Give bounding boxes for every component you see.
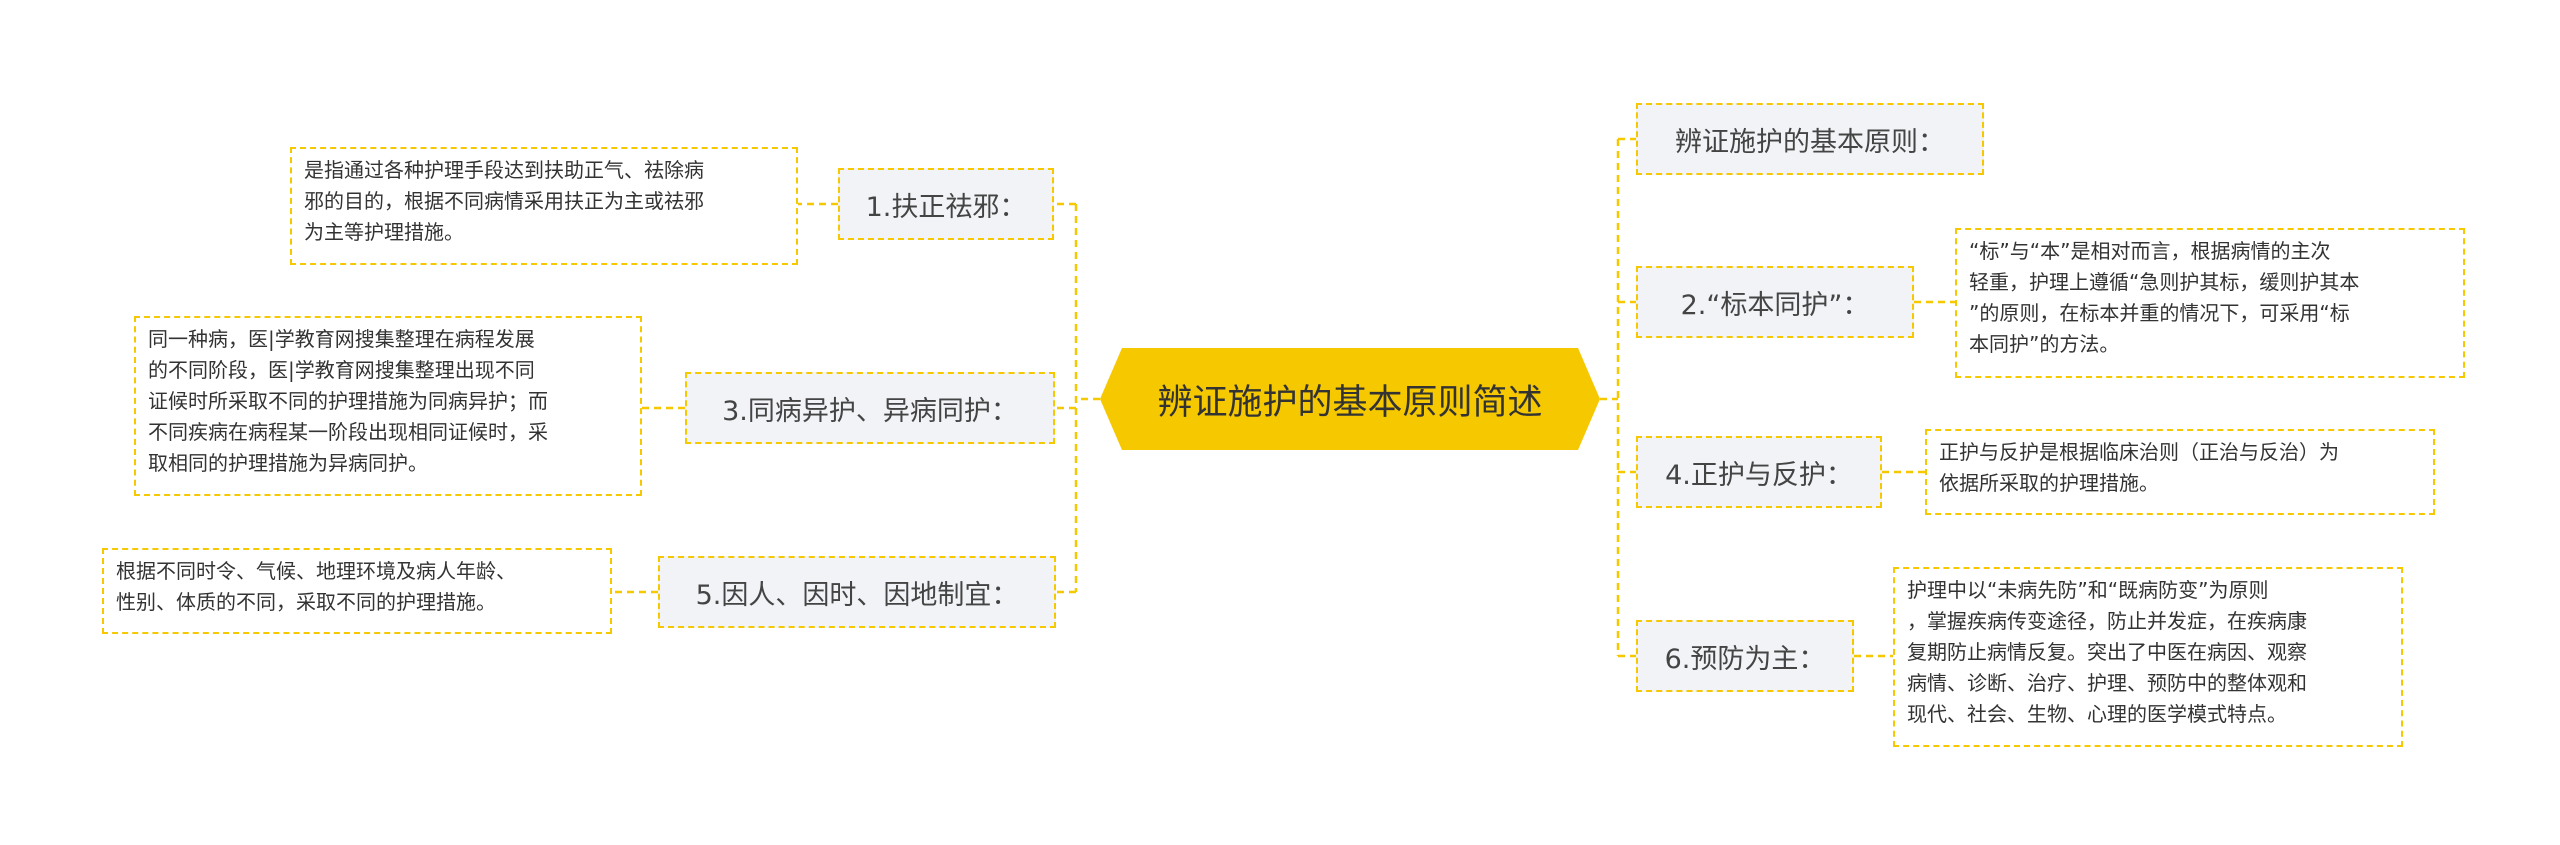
- detail-zhenghu-fanhu: 正护与反护是根据临床治则（正治与反治）为 依据所采取的护理措施。: [1925, 429, 2435, 515]
- branch-label: 3.同病异护、异病同护：: [722, 395, 1018, 427]
- branch-label: 2.“标本同护”：: [1680, 289, 1870, 321]
- detail-fuzheng-quxie: 是指通过各种护理手段达到扶助正气、祛除病 邪的目的，根据不同病情采用扶正为主或祛…: [290, 147, 798, 265]
- detail-tongbing-yihu: 同一种病，医|学教育网搜集整理在病程发展 的不同阶段，医|学教育网搜集整理出现不…: [134, 316, 642, 496]
- detail-line: ，掌握疾病传变途径，防止并发症，在疾病康: [1907, 609, 2307, 633]
- detail-line: ”的原则，在标本并重的情况下，可采用“标: [1969, 301, 2350, 325]
- branch-basic-principles[interactable]: 辨证施护的基本原则：: [1636, 103, 1984, 175]
- detail-line: 取相同的护理措施为异病同护。: [148, 451, 428, 475]
- detail-line: 轻重，护理上遵循“急则护其标，缓则护其本: [1969, 270, 2360, 294]
- detail-yufang-weizhu: 护理中以“未病先防”和“既病防变”为原则 ，掌握疾病传变途径，防止并发症，在疾病…: [1893, 567, 2403, 747]
- detail-line: 病情、诊断、治疗、护理、预防中的整体观和: [1907, 671, 2307, 695]
- detail-line: 同一种病，医|学教育网搜集整理在病程发展: [148, 327, 535, 351]
- branch-tongbing-yihu[interactable]: 3.同病异护、异病同护：: [685, 372, 1055, 444]
- detail-line: 护理中以“未病先防”和“既病防变”为原则: [1907, 578, 2269, 602]
- branch-fuzheng-quxie[interactable]: 1.扶正祛邪：: [838, 168, 1054, 240]
- detail-line: 正护与反护是根据临床治则（正治与反治）为: [1939, 440, 2339, 464]
- detail-line: 不同疾病在病程某一阶段出现相同证候时，采: [148, 420, 548, 444]
- detail-line: 的不同阶段，医|学教育网搜集整理出现不同: [148, 358, 535, 382]
- branch-label: 5.因人、因时、因地制宜：: [695, 579, 1019, 611]
- root-topic[interactable]: 辨证施护的基本原则简述: [1100, 348, 1600, 450]
- branch-yinren-yinshi-yindi[interactable]: 5.因人、因时、因地制宜：: [658, 556, 1056, 628]
- detail-line: 邪的目的，根据不同病情采用扶正为主或祛邪: [304, 189, 704, 213]
- detail-line: “标”与“本”是相对而言，根据病情的主次: [1969, 239, 2331, 263]
- root-title: 辨证施护的基本原则简述: [1157, 382, 1543, 423]
- detail-yinren-yinshi-yindi: 根据不同时令、气候、地理环境及病人年龄、 性别、体质的不同，采取不同的护理措施。: [102, 548, 612, 634]
- detail-line: 证候时所采取不同的护理措施为同病异护；而: [148, 389, 548, 413]
- branch-yufang-weizhu[interactable]: 6.预防为主：: [1636, 620, 1854, 692]
- detail-line: 复期防止病情反复。突出了中医在病因、观察: [1907, 640, 2307, 664]
- branch-label: 1.扶正祛邪：: [865, 191, 1027, 223]
- branch-label: 辨证施护的基本原则：: [1675, 126, 1945, 158]
- detail-line: 依据所采取的护理措施。: [1939, 471, 2159, 495]
- branch-label: 4.正护与反护：: [1665, 459, 1853, 491]
- branch-biaoben-tonghu[interactable]: 2.“标本同护”：: [1636, 266, 1914, 338]
- branch-zhenghu-fanhu[interactable]: 4.正护与反护：: [1636, 436, 1882, 508]
- detail-line: 是指通过各种护理手段达到扶助正气、祛除病: [304, 158, 704, 182]
- detail-line: 性别、体质的不同，采取不同的护理措施。: [116, 590, 496, 614]
- detail-line: 为主等护理措施。: [304, 220, 464, 244]
- branch-label: 6.预防为主：: [1664, 643, 1826, 675]
- detail-line: 根据不同时令、气候、地理环境及病人年龄、: [116, 559, 516, 583]
- detail-line: 本同护”的方法。: [1969, 332, 2120, 356]
- detail-line: 现代、社会、生物、心理的医学模式特点。: [1907, 702, 2287, 726]
- detail-biaoben-tonghu: “标”与“本”是相对而言，根据病情的主次 轻重，护理上遵循“急则护其标，缓则护其…: [1955, 228, 2465, 378]
